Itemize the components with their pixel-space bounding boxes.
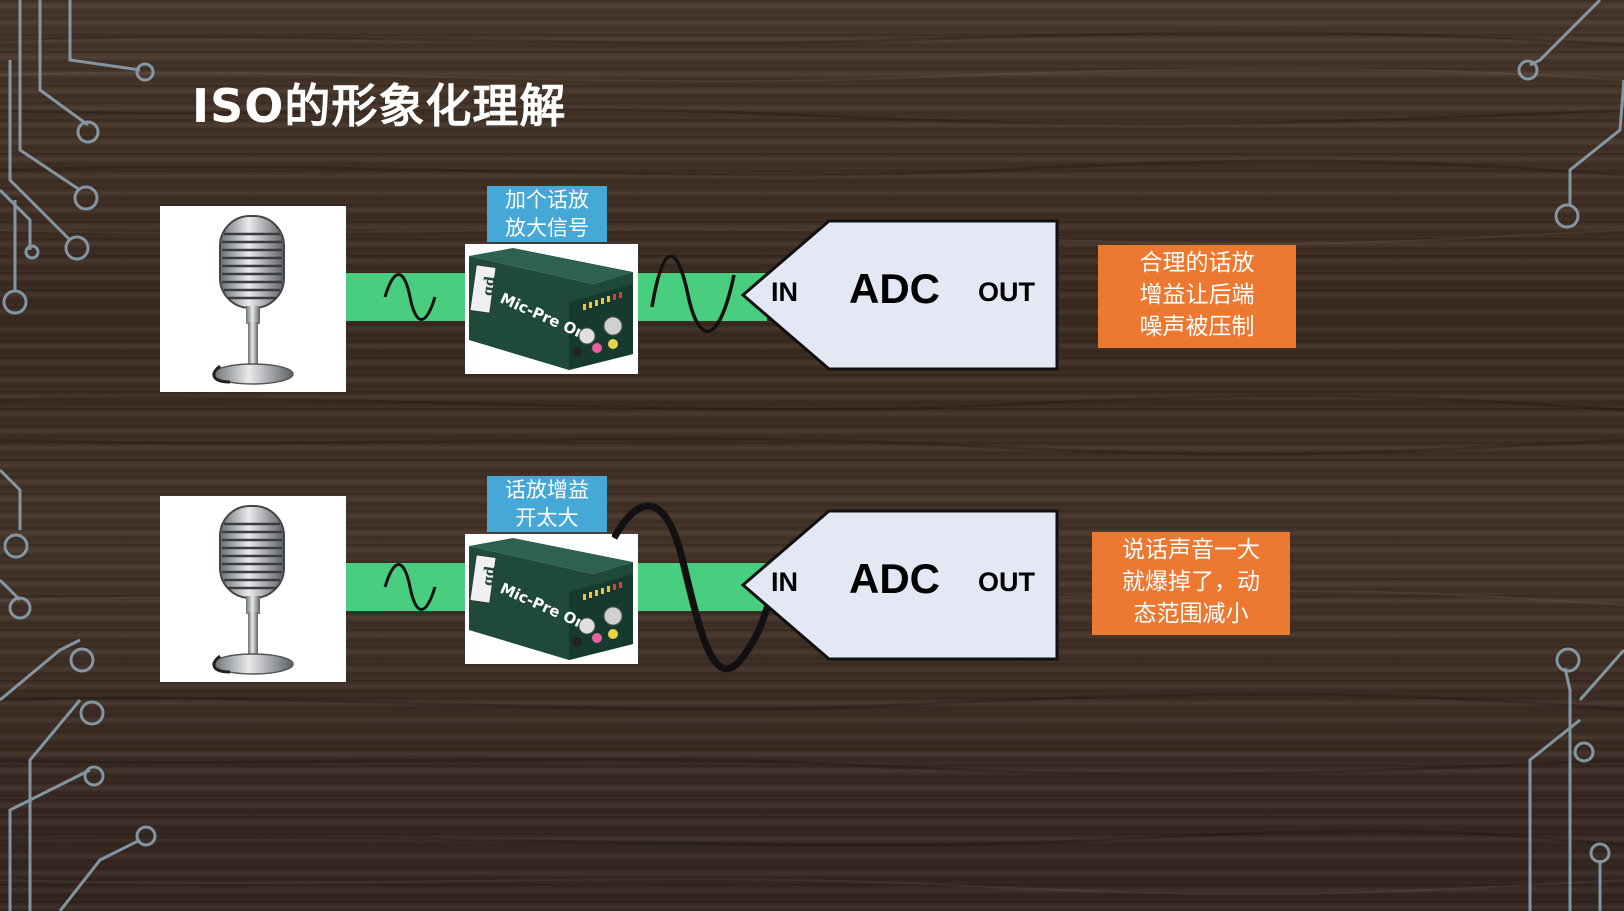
note-line: 态范围减小	[1133, 601, 1249, 627]
note-line: 合理的话放	[1139, 250, 1255, 276]
note-line: 噪声被压制	[1139, 314, 1255, 340]
preamp-label-line: 放大信号	[505, 216, 589, 240]
microphone-image	[160, 496, 346, 682]
vintage-microphone-icon	[212, 505, 294, 675]
adc-out-label: OUT	[978, 277, 1035, 307]
mic-preamp-box-icon: gd Mic-Pre One	[469, 538, 633, 660]
small-wave-icon	[383, 273, 437, 321]
preamp-label-line: 开太大	[515, 506, 579, 530]
mic-preamp-box-icon: gd Mic-Pre One	[469, 248, 633, 370]
note-box: 说话声音一大 就爆掉了，动 态范围减小	[1092, 532, 1290, 635]
adc-out-label: OUT	[978, 567, 1035, 597]
preamp-label-line: 话放增益	[505, 478, 589, 502]
svg-text:gd: gd	[480, 565, 499, 587]
small-wave-icon	[383, 563, 437, 611]
adc-block: IN ADC OUT	[741, 219, 1061, 371]
mic-preamp-image: gd Mic-Pre One	[465, 244, 638, 374]
adc-name-label: ADC	[849, 265, 940, 312]
clipped-wave-icon	[612, 502, 784, 673]
slide-title: ISO的形象化理解	[192, 79, 567, 133]
adc-shape	[741, 509, 1059, 661]
note-line: 就爆掉了，动	[1122, 569, 1260, 595]
preamp-label-line: 加个话放	[505, 188, 589, 212]
adc-in-label: IN	[771, 567, 798, 597]
adc-block: IN ADC OUT	[741, 509, 1061, 661]
amplified-wave-icon	[650, 255, 736, 333]
note-box: 合理的话放 增益让后端 噪声被压制	[1098, 245, 1296, 348]
mic-preamp-image: gd Mic-Pre One	[465, 534, 638, 664]
microphone-image	[160, 206, 346, 392]
preamp-label: 话放增益 开太大	[487, 476, 607, 532]
adc-shape	[741, 219, 1059, 371]
vintage-microphone-icon	[212, 215, 294, 385]
svg-text:gd: gd	[480, 275, 499, 297]
preamp-label: 加个话放 放大信号	[487, 186, 607, 242]
adc-in-label: IN	[771, 277, 798, 307]
adc-name-label: ADC	[849, 555, 940, 602]
note-line: 说话声音一大	[1122, 537, 1260, 563]
note-line: 增益让后端	[1139, 282, 1255, 308]
